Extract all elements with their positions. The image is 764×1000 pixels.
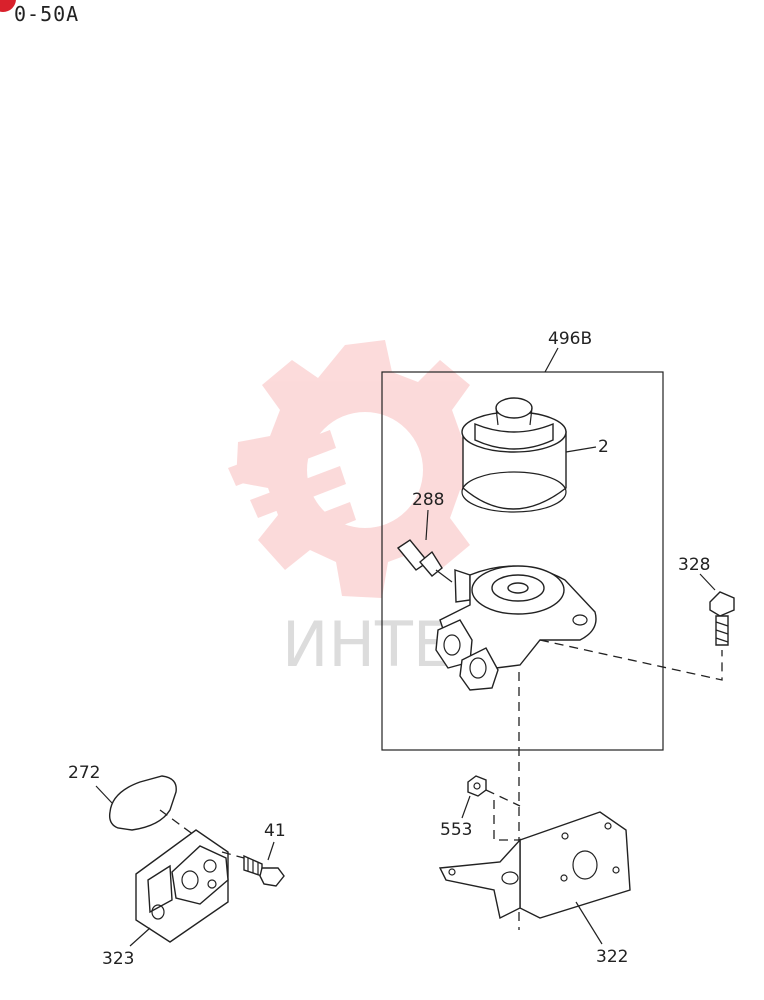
callout-bolt-left: 41 [264, 821, 286, 841]
callout-assembly: 496B [548, 329, 592, 349]
callout-bracket: 322 [596, 947, 628, 967]
leader-bolt-right [699, 573, 716, 591]
bolt-left [243, 854, 285, 887]
bolt-axis [539, 639, 723, 681]
sensor-part [396, 539, 453, 583]
callout-bolt-right: 328 [678, 555, 710, 575]
adapter-part [135, 829, 229, 943]
leader-bolt-left [267, 841, 275, 861]
leader-adapter [129, 927, 151, 947]
nut-axis-2 [493, 800, 520, 841]
leader-bracket [575, 901, 603, 945]
callout-sensor: 288 [412, 490, 444, 510]
diagram-code: 0-50A [14, 2, 80, 26]
callout-nut: 553 [440, 820, 472, 840]
assembly-frame [381, 371, 664, 751]
filter-head-housing [435, 565, 597, 691]
bracket-part [438, 811, 631, 920]
adapter-axis [221, 851, 245, 859]
gasket-axis [159, 809, 199, 839]
callout-adapter: 323 [102, 949, 134, 969]
bolt-right [709, 591, 735, 646]
leader-nut [461, 795, 471, 819]
callout-gasket: 272 [68, 763, 100, 783]
leader-sensor [425, 509, 429, 541]
watermark-gear [236, 340, 495, 598]
gasket-part [108, 775, 177, 831]
filter-cartridge [461, 397, 567, 513]
nut-axis [485, 789, 521, 807]
callout-filter: 2 [598, 437, 609, 457]
leader-assembly [544, 347, 559, 373]
nut-part [467, 775, 487, 797]
watermark-text: ИНТЕ [282, 608, 452, 681]
watermark-logo [228, 340, 495, 598]
leader-gasket [95, 785, 113, 804]
leader-filter [565, 446, 597, 453]
